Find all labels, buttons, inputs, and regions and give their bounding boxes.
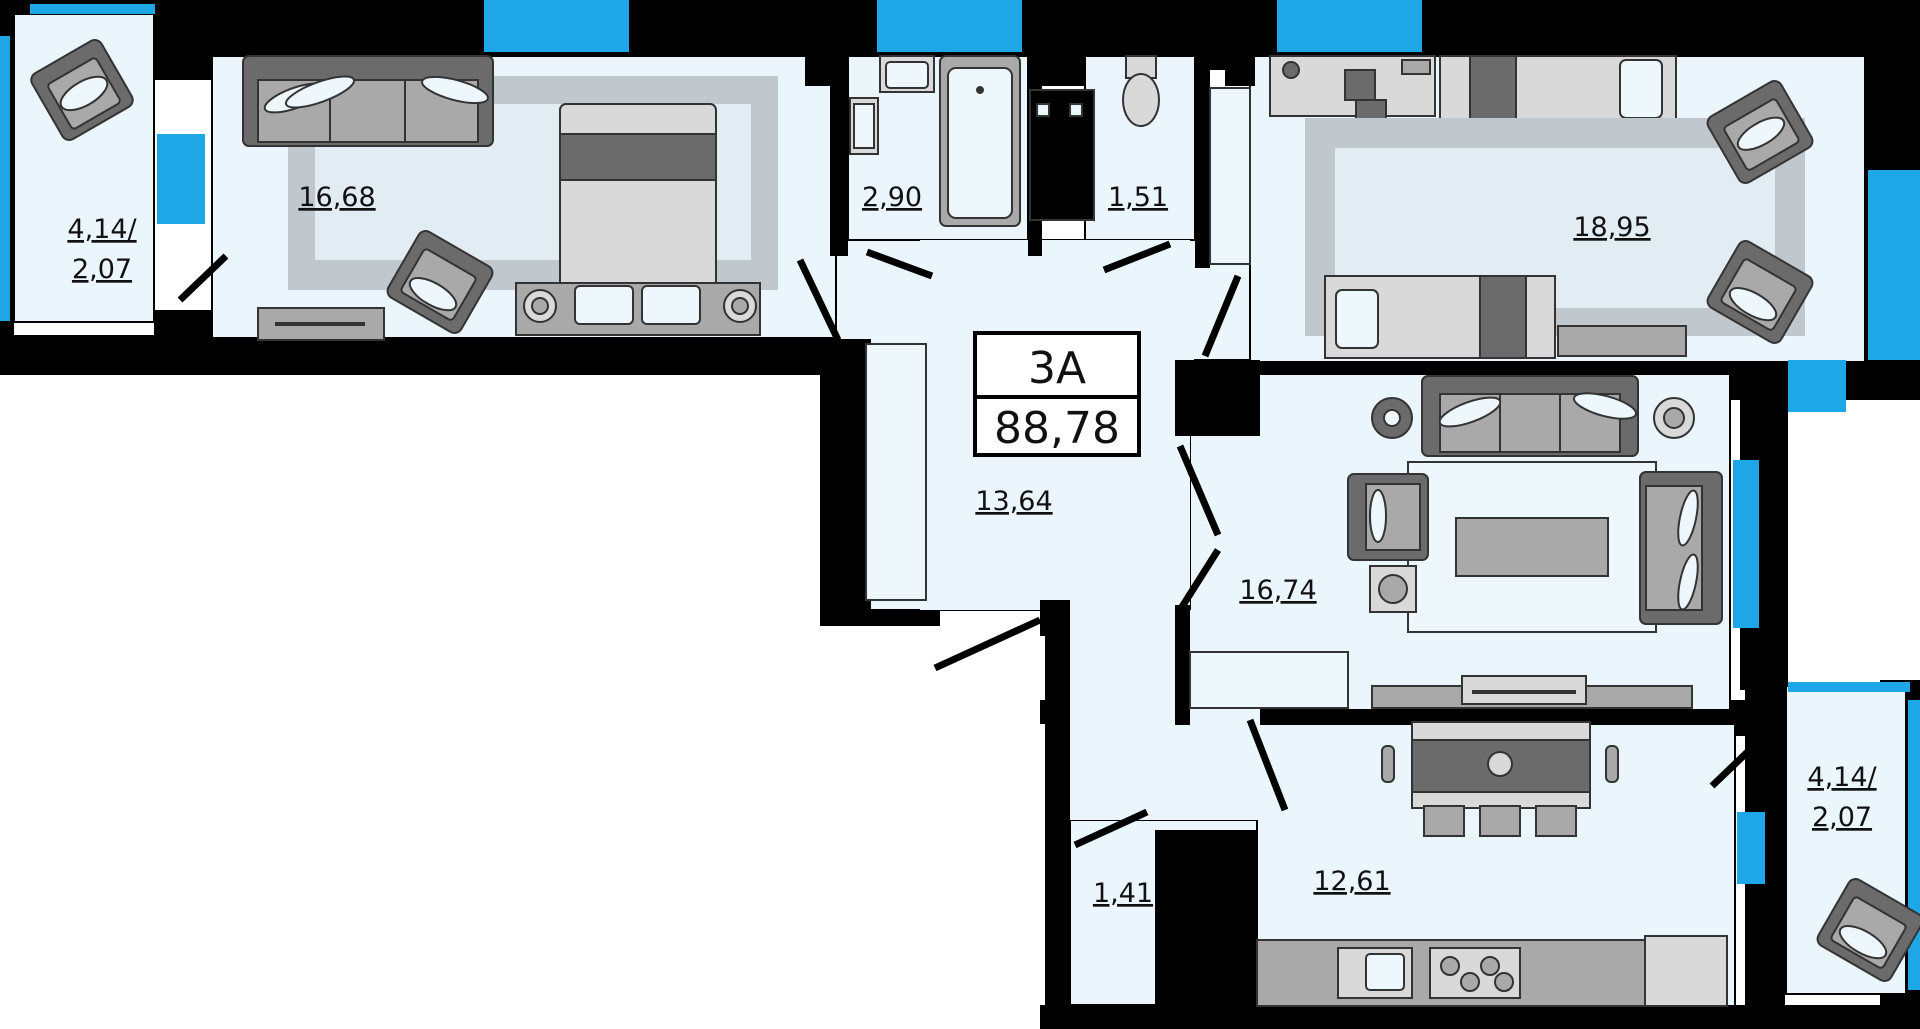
wardrobe-living bbox=[1189, 651, 1349, 709]
area-balcony-right-1: 4,14/ bbox=[1807, 762, 1877, 793]
apartment-type: 3А bbox=[1028, 343, 1086, 394]
apartment-total-area: 88,78 bbox=[994, 403, 1120, 454]
washing-machine bbox=[849, 97, 879, 155]
armchair-living-left bbox=[1347, 473, 1429, 561]
sofa-bedroom bbox=[242, 55, 494, 147]
area-bedroom-right: 18,95 bbox=[1573, 212, 1650, 243]
coffee-table bbox=[1455, 517, 1609, 577]
window-left-small bbox=[157, 134, 205, 224]
window-right-lower bbox=[1788, 360, 1846, 412]
area-living-room: 16,74 bbox=[1239, 575, 1316, 606]
doors bbox=[177, 240, 1763, 849]
plant-icon bbox=[1371, 397, 1413, 439]
window-kitchen-side bbox=[1737, 812, 1765, 884]
window-left-balcony-side bbox=[0, 36, 10, 321]
dresser-bedroom-right bbox=[1557, 325, 1687, 357]
wardrobe-hall bbox=[865, 343, 927, 601]
vent-shaft bbox=[1029, 89, 1095, 221]
area-kitchen: 12,61 bbox=[1313, 866, 1390, 897]
window-right-upper bbox=[1868, 170, 1920, 360]
kitchen-counter bbox=[1256, 935, 1728, 1007]
area-balcony-left-1: 4,14/ bbox=[67, 214, 137, 245]
armchair-balcony-right bbox=[1816, 878, 1920, 982]
wardrobe-wc bbox=[1209, 87, 1251, 265]
toilet bbox=[1122, 55, 1160, 127]
area-balcony-left-2: 2,07 bbox=[72, 254, 132, 285]
area-bathroom: 2,90 bbox=[862, 182, 922, 213]
armchair-bedroom-right-top bbox=[1706, 80, 1814, 184]
window-bath bbox=[877, 0, 1022, 52]
area-wc: 1,51 bbox=[1108, 182, 1168, 213]
room-labels: 4,14/ 2,07 16,68 2,90 1,51 18,95 13,64 1… bbox=[67, 182, 1877, 909]
sofa-living-right bbox=[1639, 471, 1723, 625]
window-bedroom bbox=[484, 0, 629, 52]
area-storage: 1,41 bbox=[1093, 878, 1153, 909]
bathtub bbox=[939, 55, 1021, 227]
window-balcony-top bbox=[30, 4, 155, 14]
armchair-bedroom bbox=[386, 230, 494, 334]
armchair-balcony-left bbox=[30, 39, 134, 141]
window-balcony-right-top bbox=[1788, 682, 1910, 692]
sofa-living bbox=[1421, 375, 1639, 457]
bed-right-bottom bbox=[1324, 275, 1556, 359]
window-bedroom-right bbox=[1277, 0, 1422, 52]
area-balcony-right-2: 2,07 bbox=[1812, 802, 1872, 833]
washbasin bbox=[879, 55, 935, 93]
hall-floor-lower bbox=[1070, 610, 1260, 820]
area-bedroom: 16,68 bbox=[298, 182, 375, 213]
dining-table bbox=[1381, 721, 1619, 837]
bed bbox=[515, 103, 761, 336]
apartment-label-box: 3А 88,78 bbox=[973, 331, 1141, 457]
area-hall: 13,64 bbox=[975, 486, 1052, 517]
armchair-bedroom-right-bottom bbox=[1706, 240, 1814, 344]
furniture bbox=[30, 39, 1920, 1007]
window-living bbox=[1733, 460, 1759, 628]
floor-lamp-icon bbox=[1653, 397, 1695, 439]
